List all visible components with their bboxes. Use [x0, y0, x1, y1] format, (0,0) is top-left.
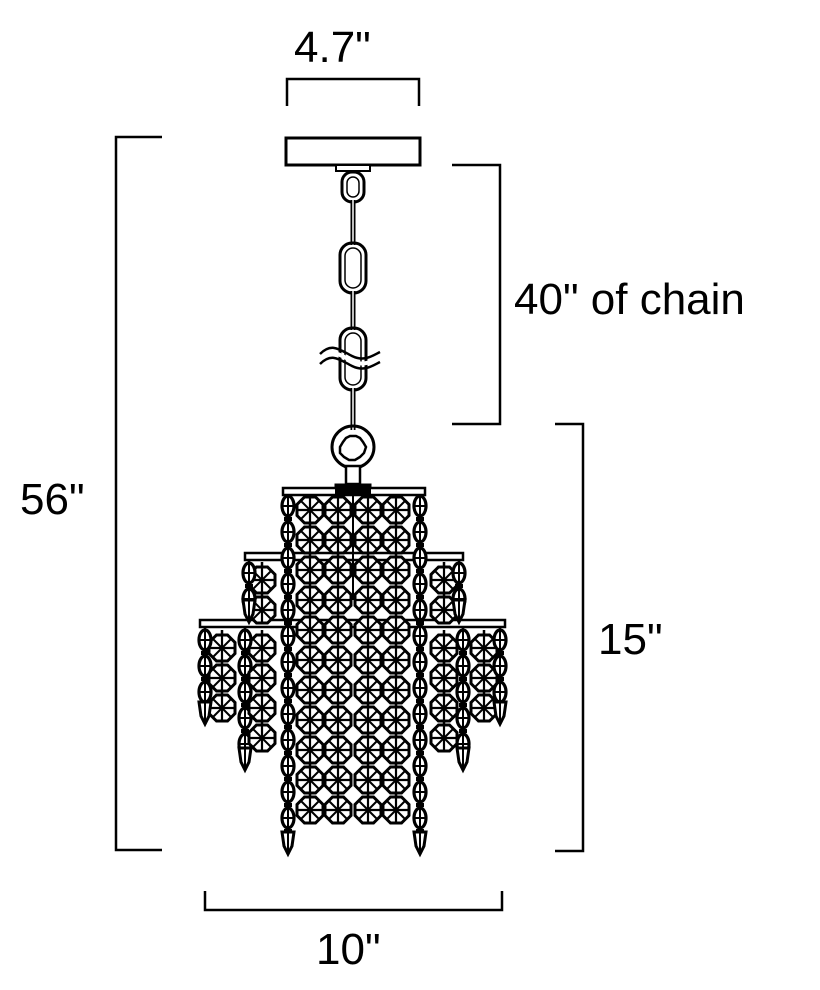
- chain-break-mark: [319, 346, 381, 370]
- chain-length-label: 40" of chain: [514, 275, 745, 324]
- hanging-loop: [330, 424, 376, 490]
- dimension-bracket-fixture-height: [555, 422, 585, 853]
- crystal-body: [197, 486, 508, 856]
- dimension-bracket-fixture-width: [203, 891, 504, 912]
- overall-height-label: 56": [20, 475, 85, 524]
- canopy: [284, 136, 422, 172]
- canopy-width-label: 4.7": [294, 23, 371, 72]
- dimension-bracket-canopy-width: [285, 77, 421, 106]
- fixture-width-label: 10": [316, 925, 381, 974]
- dimension-bracket-chain-length: [452, 163, 502, 426]
- chain: [338, 170, 368, 430]
- dimension-bracket-overall-height: [114, 135, 162, 852]
- fixture-height-label: 15": [598, 615, 663, 664]
